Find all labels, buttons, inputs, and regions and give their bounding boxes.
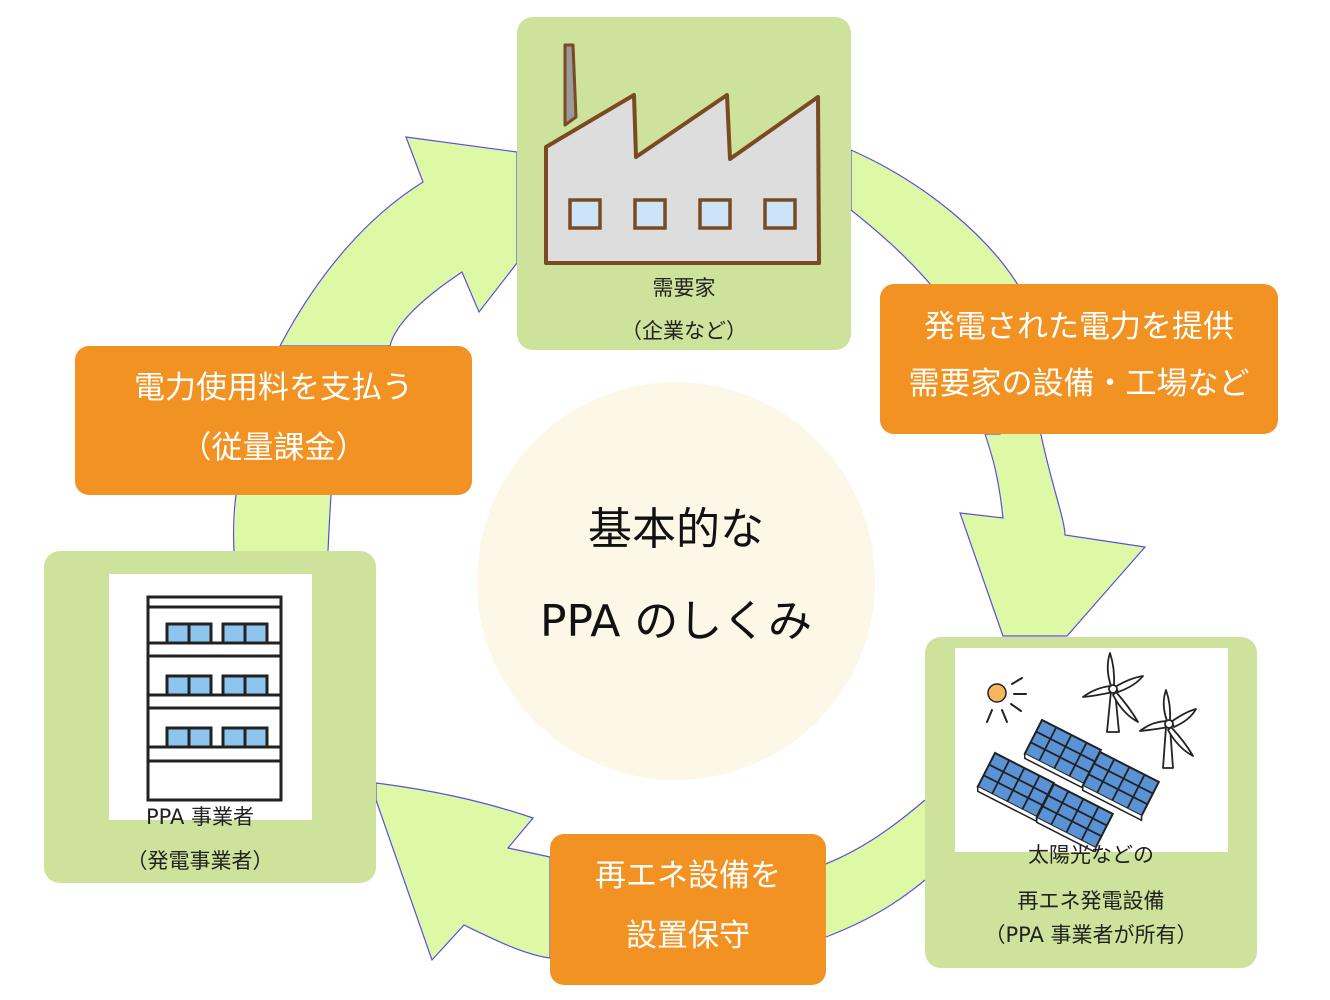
arrow-payment-edge-low <box>233 494 332 552</box>
node-generation: 太陽光などの 再エネ発電設備 （PPA 事業者が所有） <box>925 637 1257 968</box>
arrow-payment <box>234 495 330 551</box>
arrow-payment-head <box>279 136 518 347</box>
solar-panels <box>976 718 1161 852</box>
factory-icon <box>544 43 821 265</box>
supply-line-1: 発電された電力を提供 <box>924 309 1234 345</box>
consumer-label-2: （企業など） <box>621 319 747 343</box>
generation-label-2: 再エネ発電設備 <box>1017 889 1165 913</box>
install-line-2: 設置保守 <box>626 918 750 954</box>
callout-supply: 発電された電力を提供 需要家の設備・工場など <box>880 284 1278 434</box>
generation-label-3: （PPA 事業者が所有） <box>984 923 1198 947</box>
office-building-icon <box>146 595 283 802</box>
provider-label-2: （発電事業者） <box>126 849 274 873</box>
supply-line-2: 需要家の設備・工場など <box>908 366 1250 402</box>
generation-label-1: 太陽光などの <box>1028 843 1154 867</box>
arrow-install-head <box>375 782 551 962</box>
arrow-install-edge <box>825 799 926 938</box>
provider-label-1: PPA 事業者 <box>145 805 255 829</box>
center-title-circle: 基本的な PPA のしくみ <box>477 382 875 780</box>
node-consumer: 需要家 （企業など） <box>517 17 851 350</box>
title-line-1: 基本的な <box>588 504 764 555</box>
install-line-1: 再エネ設備を <box>595 858 781 894</box>
payment-line-2: （従量課金） <box>180 430 367 466</box>
callout-install: 再エネ設備を 設置保守 <box>550 834 826 985</box>
node-provider: PPA 事業者 （発電事業者） <box>44 551 376 883</box>
generation-picture <box>955 648 1228 852</box>
provider-picture <box>109 574 312 820</box>
arrow-install <box>826 800 925 936</box>
consumer-label-1: 需要家 <box>652 276 716 300</box>
callout-payment: 電力使用料を支払う （従量課金） <box>75 346 472 495</box>
title-line-2: PPA のしくみ <box>539 596 813 647</box>
payment-line-1: 電力使用料を支払う <box>134 370 413 406</box>
solar-wind-icon <box>976 652 1197 852</box>
